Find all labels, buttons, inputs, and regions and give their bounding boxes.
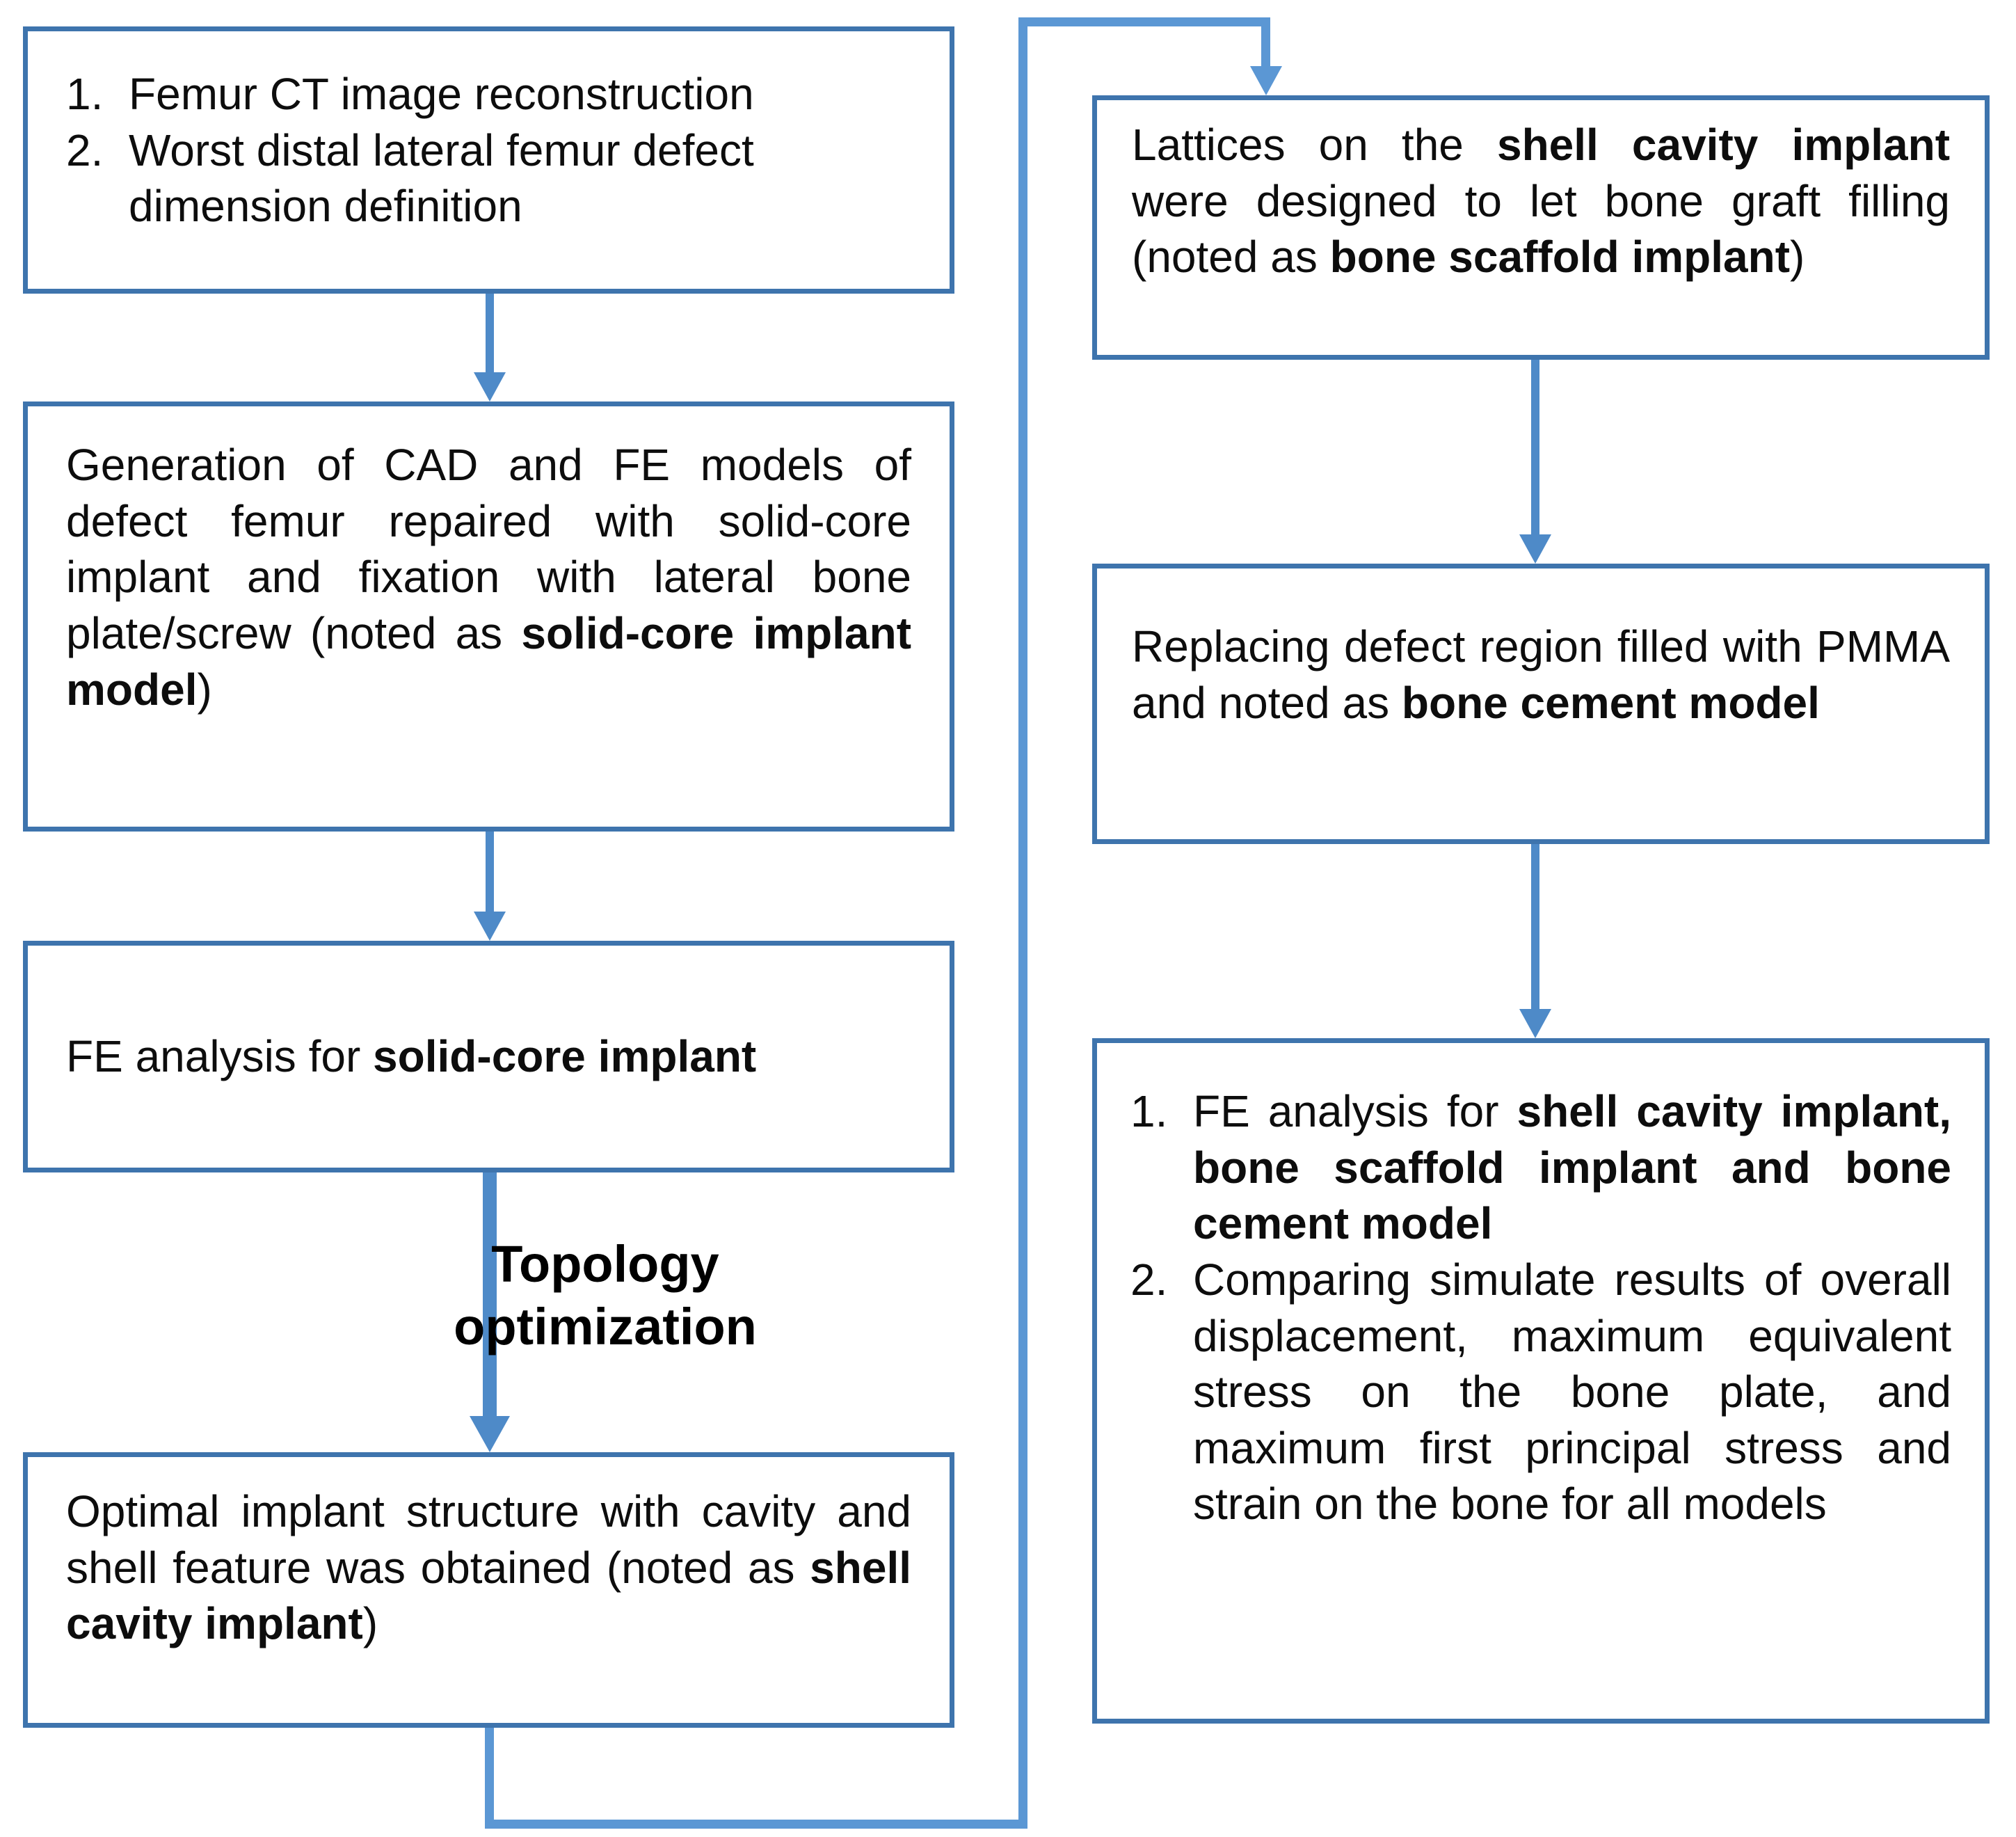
- node-fe-analysis-solid-core: FE analysis for solid-core implant: [23, 941, 954, 1172]
- list-item: 1. Femur CT image reconstruction: [66, 66, 911, 122]
- node-fe-analysis-comparison: 1. FE analysis for shell cavity implant,…: [1092, 1038, 1990, 1724]
- connector-segment-bottom-stub: [485, 1728, 494, 1829]
- arrow-down-head-icon: [1250, 66, 1282, 95]
- list-item-text: FE analysis for shell cavity implant, bo…: [1193, 1086, 1952, 1249]
- arrow-shaft: [483, 1172, 497, 1417]
- node-cad-fe-model-generation: Generation of CAD and FE models of defec…: [23, 401, 954, 832]
- arrow-shaft: [1531, 360, 1539, 536]
- node-text: Replacing defect region filled with PMMA…: [1132, 621, 1950, 728]
- connector-segment-top-stub: [1261, 17, 1270, 67]
- topology-optimization-label: Topology optimization: [454, 1235, 757, 1356]
- node-text: Lattices on the shell cavity implant wer…: [1132, 120, 1951, 283]
- arrow-shaft: [1531, 844, 1539, 1010]
- node-lattice-bone-scaffold-implant: Lattices on the shell cavity implant wer…: [1092, 95, 1990, 360]
- arrow-down-head-icon: [470, 1416, 510, 1452]
- connector-segment-top-horizontal: [1018, 17, 1270, 26]
- arrow-shaft: [486, 832, 494, 914]
- node-text: Optimal implant structure with cavity an…: [66, 1486, 911, 1649]
- list-number: 2.: [1130, 1254, 1168, 1305]
- node-text: Generation of CAD and FE models of defec…: [66, 440, 912, 715]
- arrow-down-head-icon: [474, 912, 506, 941]
- list-number: 1.: [66, 69, 104, 119]
- arrow-down-head-icon: [474, 372, 506, 401]
- node-bone-cement-model: Replacing defect region filled with PMMA…: [1092, 564, 1990, 844]
- connector-segment-bottom-horizontal: [485, 1820, 1027, 1829]
- numbered-list: 1. Femur CT image reconstruction 2. Wors…: [66, 66, 911, 234]
- connector-segment-vertical: [1018, 17, 1027, 1829]
- arrow-down-head-icon: [1519, 1009, 1551, 1038]
- list-item: 2. Worst distal lateral femur defect dim…: [66, 122, 911, 234]
- numbered-list: 1. FE analysis for shell cavity implant,…: [1130, 1083, 1951, 1532]
- arrow-shaft: [486, 294, 494, 374]
- list-item-text: Femur CT image reconstruction: [129, 69, 754, 119]
- list-item: 2. Comparing simulate results of overall…: [1130, 1252, 1951, 1532]
- list-item: 1. FE analysis for shell cavity implant,…: [1130, 1083, 1951, 1252]
- node-text: FE analysis for solid-core implant: [66, 1031, 757, 1082]
- node-optimal-shell-cavity-implant: Optimal implant structure with cavity an…: [23, 1452, 954, 1728]
- arrow-down-head-icon: [1519, 534, 1551, 564]
- list-item-text: Comparing simulate results of overall di…: [1193, 1254, 1951, 1529]
- node-ct-and-defect-definition: 1. Femur CT image reconstruction 2. Wors…: [23, 26, 954, 294]
- list-number: 1.: [1130, 1086, 1168, 1136]
- list-number: 2.: [66, 125, 104, 175]
- list-item-text: Worst distal lateral femur defect dimens…: [129, 125, 754, 232]
